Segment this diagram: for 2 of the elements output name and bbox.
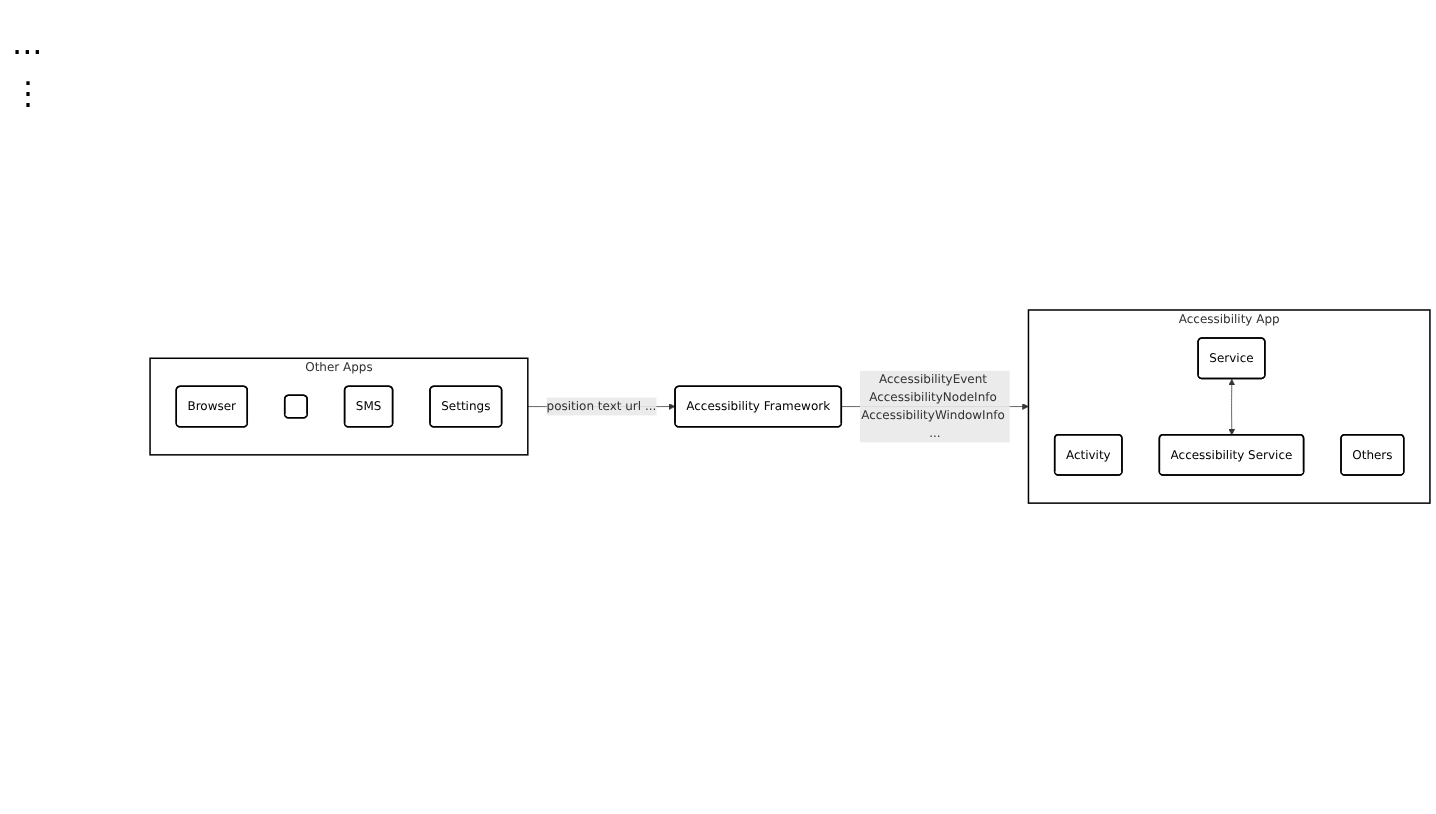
ellipsis-label: ⋮: [12, 74, 46, 112]
ellipsis-label: ...: [12, 24, 45, 62]
